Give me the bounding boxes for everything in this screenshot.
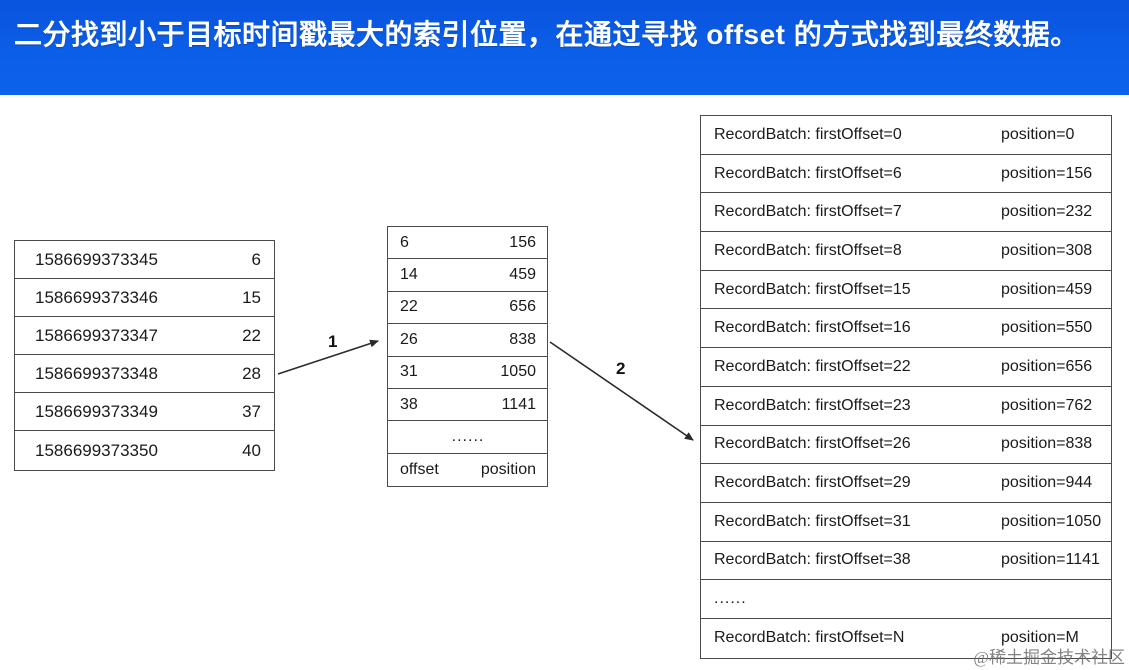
position-cell: position=838 <box>1001 435 1093 453</box>
position-cell: 459 <box>509 266 536 284</box>
ellipsis-cell: ...... <box>714 590 747 608</box>
offset-cell: 26 <box>400 330 418 348</box>
table-row: 1586699373348 28 <box>15 355 274 394</box>
offset-cell: 15 <box>242 287 261 307</box>
offset-cell: 38 <box>400 395 418 413</box>
position-cell: position=308 <box>1001 241 1093 259</box>
recordbatch-cell: RecordBatch: firstOffset=16 <box>714 319 911 337</box>
recordbatch-cell: RecordBatch: firstOffset=7 <box>714 203 902 221</box>
offset-cell: 6 <box>400 233 409 251</box>
table-row: RecordBatch: firstOffset=8 position=308 <box>701 232 1111 271</box>
recordbatch-cell: RecordBatch: firstOffset=26 <box>714 435 911 453</box>
title-banner: 二分找到小于目标时间戳最大的索引位置，在通过寻找 offset 的方式找到最终数… <box>0 0 1129 95</box>
table-row: 6 156 <box>388 227 547 260</box>
recordbatch-cell: RecordBatch: firstOffset=31 <box>714 512 911 530</box>
table-row: RecordBatch: firstOffset=31 position=105… <box>701 503 1111 542</box>
recordbatch-cell: RecordBatch: firstOffset=38 <box>714 551 911 569</box>
table-row: RecordBatch: firstOffset=16 position=550 <box>701 309 1111 349</box>
table-row: RecordBatch: firstOffset=22 position=656 <box>701 348 1111 387</box>
recordbatch-cell: RecordBatch: firstOffset=6 <box>714 164 902 182</box>
table-row: RecordBatch: firstOffset=7 position=232 <box>701 193 1111 233</box>
table-row: RecordBatch: firstOffset=23 position=762 <box>701 387 1111 426</box>
table-row: RecordBatch: firstOffset=N position=M <box>701 619 1111 658</box>
recordbatch-cell: RecordBatch: firstOffset=23 <box>714 396 911 414</box>
position-cell: 1050 <box>500 363 536 381</box>
offset-cell: 6 <box>251 249 261 269</box>
table-row: 1586699373349 37 <box>15 393 274 432</box>
position-cell: position=156 <box>1001 164 1093 182</box>
step1-arrow <box>277 339 379 375</box>
table-row: 1586699373347 22 <box>15 317 274 356</box>
table-row: RecordBatch: firstOffset=6 position=156 <box>701 155 1111 194</box>
ellipsis-row: ...... <box>701 580 1111 619</box>
recordbatch-cell: RecordBatch: firstOffset=29 <box>714 474 911 492</box>
offset-cell: 31 <box>400 363 418 381</box>
timestamp-cell: 1586699373345 <box>35 249 158 269</box>
step2-arrow <box>549 341 694 441</box>
watermark: @稀土掘金技术社区 <box>973 648 1125 667</box>
timestamp-index-table: 1586699373345 6 1586699373346 15 1586699… <box>14 240 275 471</box>
timestamp-cell: 1586699373350 <box>35 440 158 460</box>
ellipsis-cell: ...... <box>451 428 485 446</box>
offset-header-cell: offset <box>400 460 439 478</box>
position-cell: 656 <box>509 298 536 316</box>
offset-cell: 14 <box>400 266 418 284</box>
table-row: 1586699373350 40 <box>15 431 274 469</box>
table-row: RecordBatch: firstOffset=15 position=459 <box>701 271 1111 310</box>
position-cell: position=944 <box>1001 474 1093 492</box>
step1-label: 1 <box>328 332 337 351</box>
position-cell: position=1141 <box>1001 551 1100 569</box>
table-row: 38 1141 <box>388 389 547 422</box>
recordbatch-cell: RecordBatch: firstOffset=15 <box>714 280 911 298</box>
position-cell: position=656 <box>1001 357 1093 375</box>
table-footer-row: offset position <box>388 454 547 486</box>
recordbatch-cell: RecordBatch: firstOffset=8 <box>714 241 902 259</box>
position-cell: 156 <box>509 233 536 251</box>
recordbatch-cell: RecordBatch: firstOffset=22 <box>714 357 911 375</box>
position-cell: position=762 <box>1001 396 1093 414</box>
table-row: 22 656 <box>388 292 547 325</box>
table-row: 14 459 <box>388 259 547 292</box>
offset-cell: 28 <box>242 363 261 383</box>
banner-caption: 二分找到小于目标时间戳最大的索引位置，在通过寻找 offset 的方式找到最终数… <box>14 19 1079 50</box>
table-row: RecordBatch: firstOffset=0 position=0 <box>701 116 1111 155</box>
position-cell: position=550 <box>1001 319 1093 337</box>
offset-cell: 37 <box>242 401 261 421</box>
table-row: RecordBatch: firstOffset=29 position=944 <box>701 464 1111 503</box>
timestamp-cell: 1586699373348 <box>35 363 158 383</box>
table-row: 31 1050 <box>388 357 547 389</box>
timestamp-cell: 1586699373346 <box>35 287 158 307</box>
offset-cell: 22 <box>242 325 261 345</box>
recordbatch-cell: RecordBatch: firstOffset=0 <box>714 125 902 143</box>
position-cell: position=0 <box>1001 125 1075 143</box>
timestamp-cell: 1586699373347 <box>35 325 158 345</box>
offset-cell: 40 <box>242 440 261 460</box>
step2-label: 2 <box>616 359 625 378</box>
position-cell: position=459 <box>1001 280 1093 298</box>
table-row: 1586699373345 6 <box>15 241 274 280</box>
recordbatch-cell: RecordBatch: firstOffset=N <box>714 629 905 647</box>
table-row: RecordBatch: firstOffset=26 position=838 <box>701 426 1111 465</box>
position-header-cell: position <box>480 460 536 478</box>
position-cell: position=232 <box>1001 203 1093 221</box>
position-cell: 1141 <box>501 395 536 413</box>
table-row: 1586699373346 15 <box>15 279 274 318</box>
table-row: 26 838 <box>388 324 547 357</box>
position-cell: 838 <box>509 330 536 348</box>
ellipsis-row: ...... <box>388 421 547 454</box>
offset-position-index-table: 6 156 14 459 22 656 26 838 31 1050 38 11… <box>387 226 548 487</box>
position-cell: position=M <box>1001 629 1079 647</box>
offset-cell: 22 <box>400 298 418 316</box>
position-cell: position=1050 <box>1001 512 1102 530</box>
table-row: RecordBatch: firstOffset=38 position=114… <box>701 542 1111 581</box>
record-batch-table: RecordBatch: firstOffset=0 position=0 Re… <box>700 115 1112 659</box>
timestamp-cell: 1586699373349 <box>35 401 158 421</box>
